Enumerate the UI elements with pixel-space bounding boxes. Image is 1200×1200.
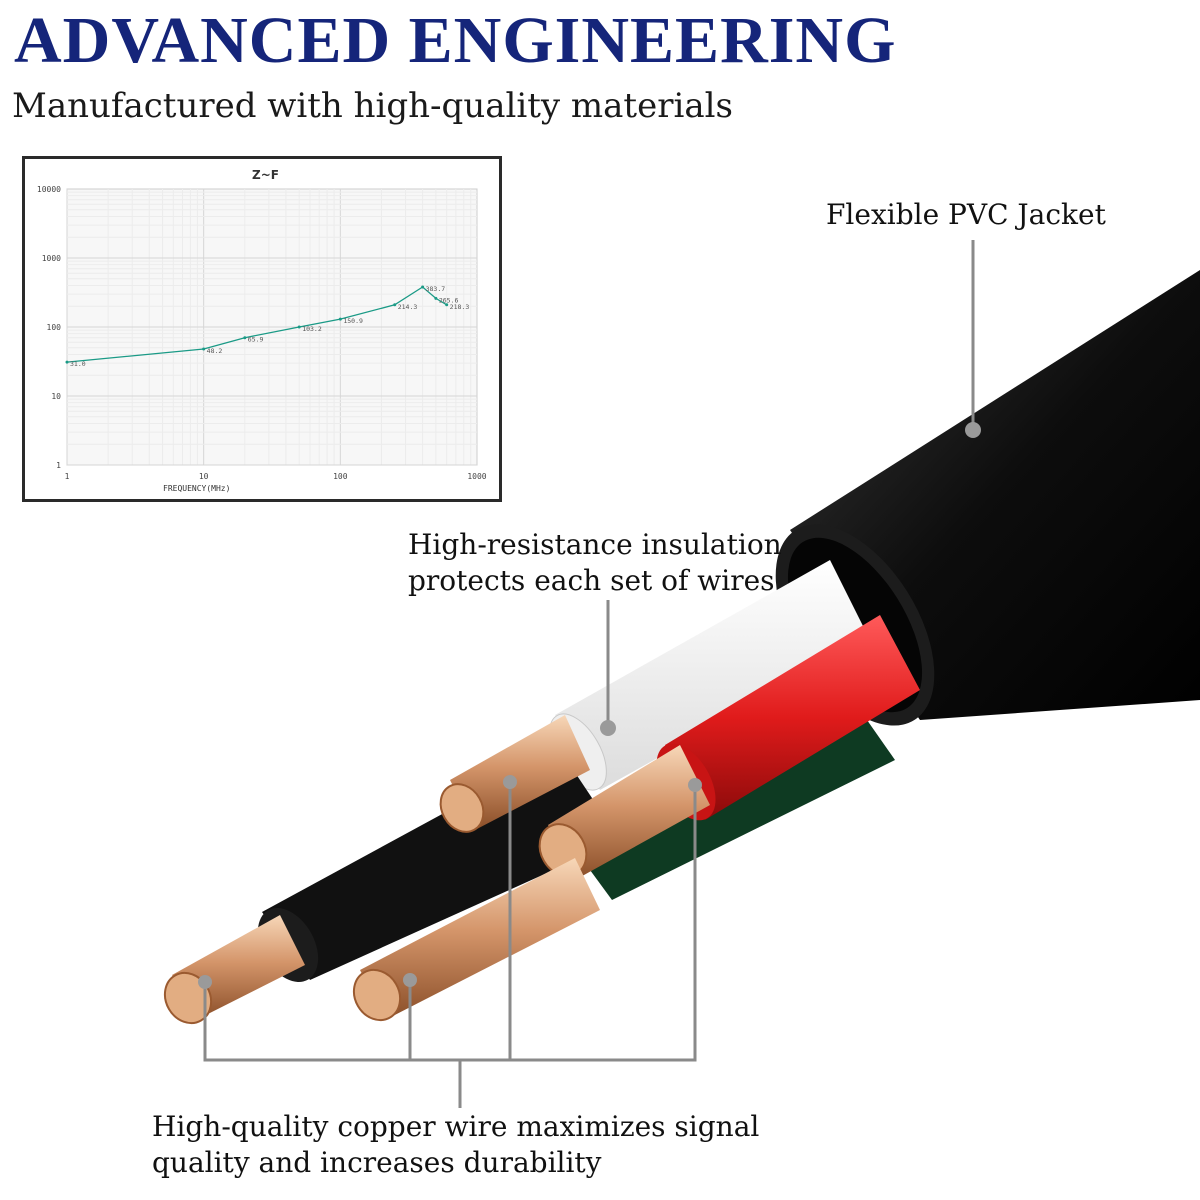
chart-data-point xyxy=(65,360,69,364)
chart-data-label: 103.2 xyxy=(302,325,322,333)
page-title: ADVANCED ENGINEERING xyxy=(14,4,897,77)
chart-canvas: Z~F 1 10 100 1000 1 10 100 1000 10000FREQUENCY(MH… xyxy=(37,168,487,493)
chart-y-tick-label: 1000 xyxy=(42,254,61,263)
chart-data-point xyxy=(393,303,397,307)
green-insulated-wire xyxy=(590,710,895,900)
chart-data-label: 48.2 xyxy=(207,347,223,355)
chart-data-label: 383.7 xyxy=(426,285,446,293)
copper-callout-line1: High-quality copper wire maximizes signa… xyxy=(152,1110,760,1143)
chart-x-tick-label: 100 xyxy=(333,472,348,481)
chart-x-tick-label: 1000 xyxy=(467,472,486,481)
chart-data-label: 65.9 xyxy=(248,336,264,344)
chart-data-point xyxy=(421,285,425,289)
chart-data-point xyxy=(243,336,247,340)
chart-data-label: 265.6 xyxy=(439,296,459,304)
chart-y-tick-label: 10000 xyxy=(37,185,61,194)
chart-y-tick-label: 10 xyxy=(51,392,61,401)
chart-x-tick-label: 1 xyxy=(65,472,70,481)
chart-title: Z~F xyxy=(252,168,279,182)
insulation-callout-line1: High-resistance insulation xyxy=(408,528,782,561)
chart-data-label: 218.3 xyxy=(450,303,470,311)
chart-data-point xyxy=(434,296,438,300)
page-subtitle: Manufactured with high-quality materials xyxy=(12,86,733,126)
chart-data-label: 214.3 xyxy=(398,303,418,311)
copper-callout-line2: quality and increases durability xyxy=(152,1146,602,1179)
chart-data-label: 31.0 xyxy=(70,360,86,368)
chart-data-point xyxy=(202,347,206,351)
leader-lines xyxy=(203,240,975,1108)
chart-y-tick-label: 100 xyxy=(47,323,62,332)
jacket-callout: Flexible PVC Jacket xyxy=(826,198,1106,231)
leader-dots xyxy=(198,422,981,989)
chart-x-axis-label: FREQUENCY(MHz) xyxy=(163,484,230,493)
copper-conductor-lower xyxy=(352,858,600,1022)
chart-x-tick-label: 10 xyxy=(199,472,209,481)
chart-data-label: 150.9 xyxy=(343,317,363,325)
chart-data-point xyxy=(338,317,342,321)
copper-conductor-upper xyxy=(439,715,590,833)
insulation-callout-line2: protects each set of wires xyxy=(408,564,775,597)
chart-data-point xyxy=(445,303,449,307)
chart-y-tick-label: 1 xyxy=(56,461,61,470)
chart-data-point xyxy=(297,325,301,329)
copper-conductor-left xyxy=(163,915,305,1025)
